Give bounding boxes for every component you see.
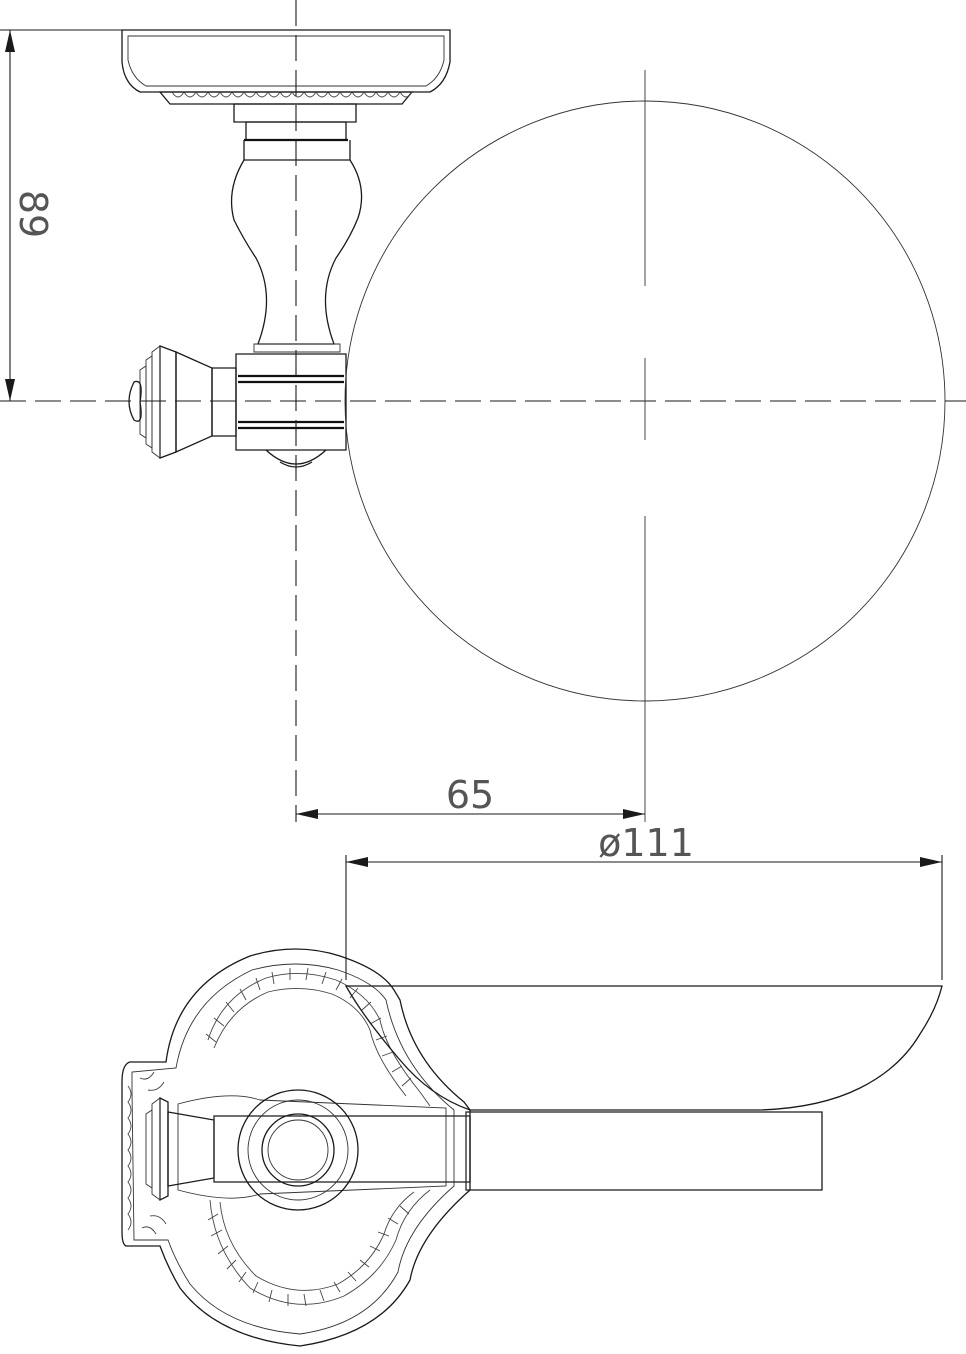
dish-profile xyxy=(344,985,943,1111)
offset-dimension: 65 xyxy=(296,773,645,819)
rosette-beading xyxy=(171,91,413,98)
diameter-dimension-label: ø111 xyxy=(598,821,694,865)
collar xyxy=(235,353,347,468)
height-dimension-label: 89 xyxy=(11,190,55,238)
front-view: 89 65 ø111 xyxy=(0,0,966,980)
backplate-window xyxy=(177,1095,447,1199)
baluster-stem xyxy=(230,103,363,353)
arm-boss xyxy=(237,1089,359,1211)
backplate-ornament xyxy=(127,967,431,1307)
side-finial xyxy=(128,345,237,459)
side-view-finial xyxy=(145,1096,215,1202)
backplate-inner-outline xyxy=(131,963,455,1335)
support-arm xyxy=(213,1111,823,1191)
diameter-dimension: ø111 xyxy=(345,821,943,980)
wall-rosette xyxy=(121,29,451,105)
offset-dimension-label: 65 xyxy=(446,773,494,817)
height-dimension: 89 xyxy=(0,29,122,401)
side-view xyxy=(121,948,943,1347)
backplate-outline xyxy=(121,948,471,1347)
